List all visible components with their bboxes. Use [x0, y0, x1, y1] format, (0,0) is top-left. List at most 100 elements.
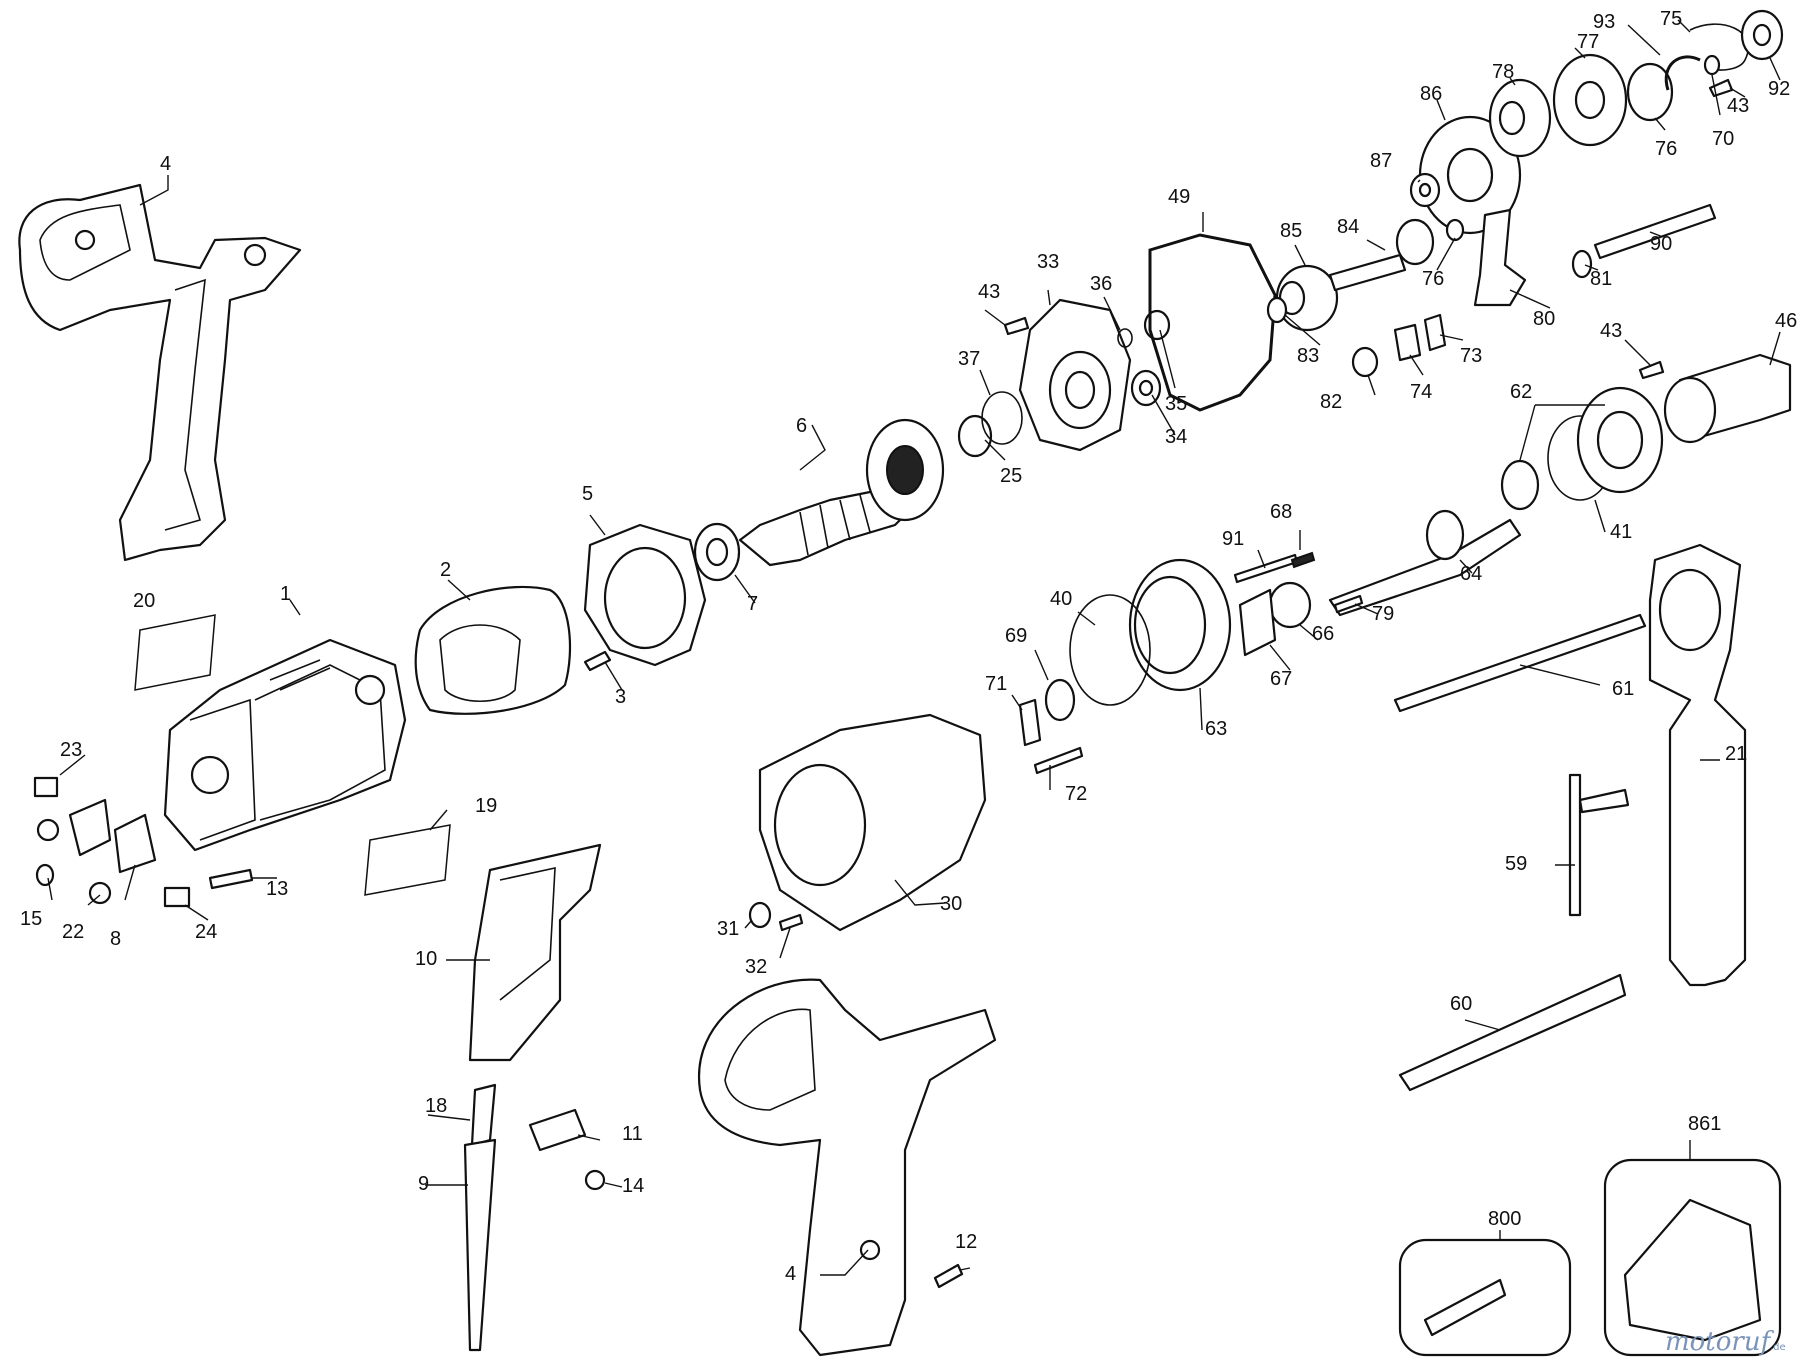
part-73-lever — [1423, 313, 1447, 352]
callout-19: 19 — [475, 795, 497, 817]
callout-67: 67 — [1270, 668, 1292, 690]
callout-77: 77 — [1577, 31, 1599, 53]
part-81-spring — [1571, 249, 1593, 279]
callout-31: 31 — [717, 918, 739, 940]
part-82-spring — [1351, 346, 1379, 378]
part-37-ring — [981, 391, 1023, 445]
callout-72: 72 — [1065, 783, 1087, 805]
watermark-suffix: .de — [1770, 1342, 1786, 1353]
callout-92: 92 — [1768, 78, 1790, 100]
part-1-motor-housing — [163, 638, 407, 852]
callout-41: 41 — [1610, 521, 1632, 543]
part-70-washer — [1703, 54, 1721, 76]
callout-76-top: 76 — [1655, 138, 1677, 160]
callout-43-top: 43 — [1727, 95, 1749, 117]
callout-91: 91 — [1222, 528, 1244, 550]
callout-75: 75 — [1660, 8, 1682, 30]
callout-7: 7 — [747, 593, 758, 615]
callout-59: 59 — [1505, 853, 1527, 875]
part-46-chuck — [1663, 353, 1792, 444]
part-93-retaining-ring — [1664, 55, 1701, 91]
callout-86: 86 — [1420, 83, 1442, 105]
callout-13: 13 — [266, 878, 288, 900]
callout-60: 60 — [1450, 993, 1472, 1015]
callout-62: 62 — [1510, 381, 1532, 403]
callout-8: 8 — [110, 928, 121, 950]
part-25-washer — [957, 414, 993, 458]
part-90-shaft — [1593, 203, 1717, 260]
part-83-washer — [1266, 296, 1288, 324]
part-43-screw-c — [1638, 360, 1665, 380]
callout-66: 66 — [1312, 623, 1334, 645]
part-91-pin — [1233, 553, 1299, 584]
callout-1: 1 — [280, 583, 291, 605]
callout-24: 24 — [195, 921, 217, 943]
part-72-pin — [1033, 746, 1084, 775]
callout-4: 4 — [160, 153, 171, 175]
part-4-handle-half-lower — [697, 978, 997, 1357]
part-86-gear — [1418, 115, 1522, 235]
callout-85: 85 — [1280, 220, 1302, 242]
callout-32: 32 — [745, 956, 767, 978]
callout-22: 22 — [62, 921, 84, 943]
callout-5: 5 — [582, 483, 593, 505]
part-74-plate — [1393, 323, 1422, 362]
callout-78: 78 — [1492, 61, 1514, 83]
callout-3: 3 — [615, 686, 626, 708]
part-7-bearing — [693, 522, 741, 582]
callout-80: 80 — [1533, 308, 1555, 330]
watermark-brand: motoruf — [1665, 1327, 1775, 1357]
callout-49: 49 — [1168, 186, 1190, 208]
part-8-brush-holder — [68, 798, 157, 874]
part-22-brush-spring-b — [88, 881, 112, 905]
callout-9: 9 — [418, 1173, 429, 1195]
part-61-depth-rod — [1393, 613, 1647, 713]
callout-37: 37 — [958, 348, 980, 370]
callout-35: 35 — [1165, 393, 1187, 415]
callout-61: 61 — [1612, 678, 1634, 700]
part-77-gear — [1552, 53, 1628, 147]
callout-71: 71 — [985, 673, 1007, 695]
part-14-screw — [584, 1169, 606, 1191]
callout-labels: 4 20 1 2 3 5 6 7 23 15 22 8 24 13 19 10 … — [20, 8, 1797, 1285]
part-76-washer-a — [1445, 218, 1465, 242]
callout-2: 2 — [440, 559, 451, 581]
callout-14: 14 — [622, 1175, 644, 1197]
leader-lines — [47, 19, 1781, 1276]
part-75-spring — [1689, 23, 1749, 71]
part-36-clip — [1117, 328, 1133, 348]
part-12-screw — [933, 1263, 964, 1289]
part-59-chuck-key — [1568, 773, 1630, 917]
part-10-switch — [468, 843, 602, 1062]
callout-64: 64 — [1460, 563, 1482, 585]
part-800-box — [1398, 1238, 1572, 1357]
callout-15: 15 — [20, 908, 42, 930]
callout-90: 90 — [1650, 233, 1672, 255]
part-18-cord-clamp — [470, 1083, 497, 1147]
part-33-gear-plate — [1018, 298, 1132, 452]
callout-11: 11 — [622, 1123, 643, 1145]
callout-79: 79 — [1372, 603, 1394, 625]
callout-10: 10 — [415, 948, 437, 970]
callout-81: 81 — [1590, 268, 1612, 290]
part-861-case — [1603, 1158, 1782, 1357]
part-31-bushing — [748, 901, 772, 929]
callout-33: 33 — [1037, 251, 1059, 273]
callout-18: 18 — [425, 1095, 447, 1117]
callout-34: 34 — [1165, 426, 1187, 448]
part-62-bearing — [1500, 459, 1540, 511]
part-21-side-handle — [1648, 543, 1747, 987]
part-32-pin — [778, 913, 804, 932]
callout-861: 861 — [1688, 1113, 1721, 1135]
part-19-label — [364, 824, 451, 896]
callout-800: 800 — [1488, 1208, 1521, 1230]
callout-83: 83 — [1297, 345, 1319, 367]
callout-69: 69 — [1005, 625, 1027, 647]
part-62-gear-case-front — [1576, 386, 1664, 494]
part-85-gear — [1275, 264, 1339, 332]
part-9-cord-protector — [463, 1138, 497, 1352]
callout-73: 73 — [1460, 345, 1482, 367]
part-22-brush-spring — [36, 818, 60, 842]
part-43-screw-a — [1003, 316, 1030, 336]
part-76-washer-b — [1626, 62, 1674, 122]
